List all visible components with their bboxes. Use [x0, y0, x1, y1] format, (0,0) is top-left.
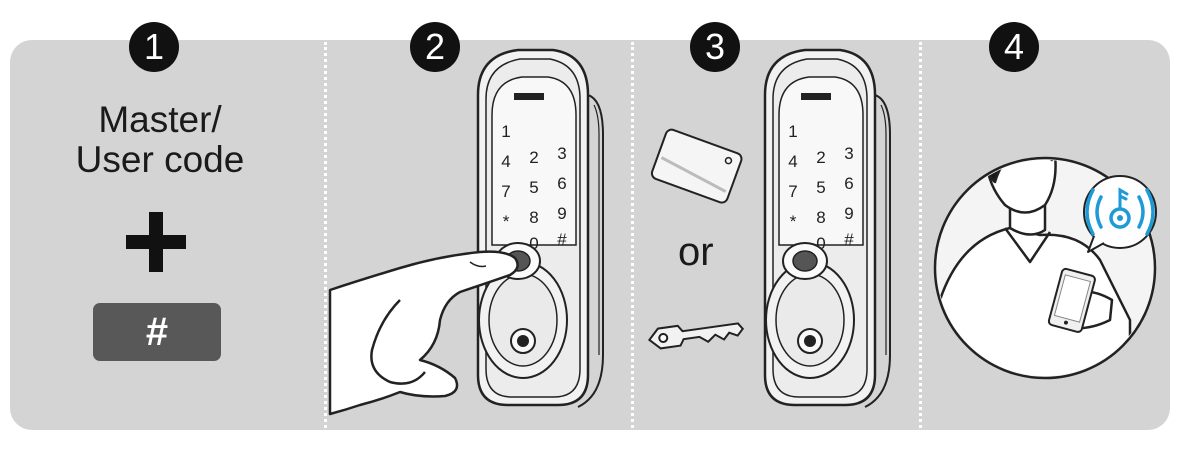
or-label: or — [678, 230, 714, 274]
step-3-badge: 3 — [690, 22, 740, 72]
step-1-badge: 1 — [129, 22, 179, 72]
step-1-line-1: Master/ — [98, 99, 222, 140]
plus-icon — [126, 212, 186, 272]
hash-key-button: # — [93, 303, 221, 361]
key-icon — [647, 322, 745, 350]
rfid-card-icon — [650, 128, 743, 204]
divider-2 — [631, 42, 634, 428]
person-with-phone — [933, 156, 1157, 380]
bluetooth-key-icon — [1083, 175, 1157, 253]
step-2-badge: 2 — [410, 22, 460, 72]
step-4-badge: 4 — [989, 22, 1039, 72]
divider-3 — [919, 42, 922, 428]
smart-lock-step-2 — [476, 48, 605, 409]
hand-illustration — [328, 250, 519, 416]
step-1-label: Master/ User code — [40, 100, 280, 180]
smartphone-icon — [1047, 267, 1096, 333]
step-1-line-2: User code — [75, 139, 245, 180]
smart-lock-step-3 — [763, 48, 892, 409]
divider-1 — [324, 42, 327, 428]
